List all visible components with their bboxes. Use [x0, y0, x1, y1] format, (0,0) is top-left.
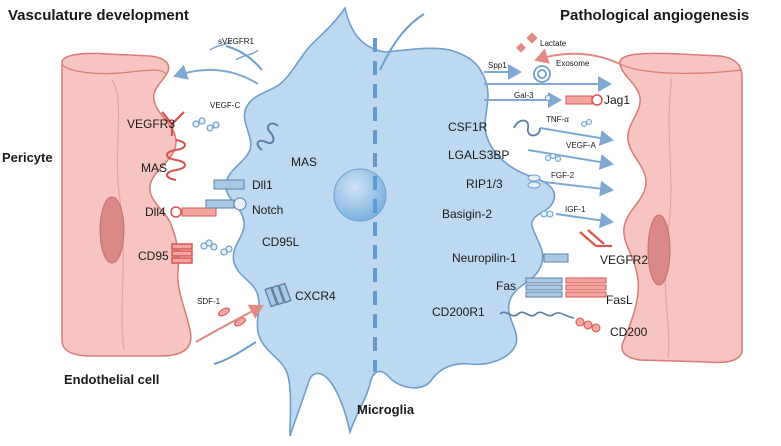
dll1-label: Dll1 — [252, 178, 273, 192]
csf1r-receptor — [513, 119, 541, 137]
cd200-ligand — [575, 317, 601, 333]
mas-microglia-label: MAS — [291, 155, 317, 169]
pericyte-label: Pericyte — [2, 150, 53, 165]
vegfr2-label: VEGFR2 — [600, 253, 648, 267]
basigin-2-label: Basigin-2 — [442, 207, 492, 221]
igf-1-arrow — [555, 212, 614, 229]
endothelial-nucleus-right — [647, 214, 671, 286]
mas-pericyte-label: MAS — [141, 161, 167, 175]
fgf-2-arrow — [543, 180, 614, 197]
cd200r1-label: CD200R1 — [432, 305, 485, 319]
cd200r1-receptor — [499, 311, 575, 319]
dll1-receptor — [213, 179, 245, 190]
svegfr1-arrow — [173, 64, 259, 85]
fgf-2-label: FGF-2 — [551, 171, 575, 180]
notch-label: Notch — [252, 203, 283, 217]
gal3-label: Gal-3 — [514, 91, 534, 100]
mas-receptor-microglia — [256, 122, 279, 151]
sdf-1-arrow — [195, 304, 264, 343]
title-vasculature-development: Vasculature development — [8, 7, 189, 24]
svegfr1-label: sVEGFR1 — [218, 37, 255, 46]
microglia-label: Microglia — [357, 402, 415, 417]
exosome-label: Exosome — [556, 59, 590, 68]
lgals3bp-label: LGALS3BP — [448, 148, 509, 162]
notch-receptor — [205, 197, 247, 211]
vegf-c-label: VEGF-C — [210, 101, 240, 110]
tnf-a-label: TNF-α — [546, 115, 569, 124]
title-pathological-angiogenesis: Pathological angiogenesis — [560, 7, 749, 24]
vegfr3-receptor — [161, 111, 185, 136]
jag1-label: Jag1 — [604, 93, 630, 107]
gal3-molecule — [545, 95, 551, 101]
tnf-a-molecule — [581, 119, 592, 127]
cd95-label: CD95 — [138, 249, 169, 263]
endothelial-nucleus-left — [99, 196, 125, 264]
igf-1-label: IGF-1 — [565, 205, 586, 214]
tnf-a-arrow — [539, 127, 614, 146]
cd95l-label: CD95L — [262, 235, 300, 249]
left-blood-vessel — [61, 52, 192, 357]
csf1r-label: CSF1R — [448, 120, 488, 134]
spp1-label: Spp1 — [488, 61, 507, 70]
cxcr4-receptor — [264, 282, 292, 308]
dll4-ligand — [170, 206, 217, 218]
rip13-molecule — [527, 174, 541, 189]
exosome — [533, 65, 551, 83]
neuropilin-1-label: Neuropilin-1 — [452, 251, 517, 265]
fas-receptor — [525, 277, 563, 298]
microglia-nucleus — [333, 168, 387, 222]
vegf-c-molecule — [192, 117, 220, 132]
vegf-a-arrow — [527, 149, 614, 170]
fas-label: Fas — [496, 279, 516, 293]
vegf-a-label: VEGF-A — [566, 141, 596, 150]
svegfr1-molecule — [209, 39, 259, 61]
lactate-molecule — [526, 32, 538, 44]
vegfr3-label: VEGFR3 — [127, 117, 175, 131]
mas-receptor-pericyte — [166, 139, 186, 181]
dll4-label: Dll4 — [145, 205, 166, 219]
cxcr4-label: CXCR4 — [295, 289, 336, 303]
cd200-label: CD200 — [610, 325, 648, 339]
vegfr2-receptor — [579, 229, 612, 248]
right-blood-vessel — [619, 52, 743, 364]
jag1-ligand — [565, 94, 603, 106]
endothelial-cell-label: Endothelial cell — [64, 372, 159, 387]
igf-1-molecule — [540, 210, 554, 218]
lactate-arrow — [534, 48, 621, 65]
sdf-1-label: SDF-1 — [197, 297, 221, 306]
fasl-ligand — [565, 277, 607, 298]
neuropilin-1-receptor — [543, 253, 569, 263]
rip13-label: RIP1/3 — [466, 177, 503, 191]
fasl-label: FasL — [606, 293, 633, 307]
sdf-1-molecule — [218, 307, 246, 327]
lactate-label: Lactate — [540, 39, 567, 48]
lactate-molecule-small — [516, 42, 526, 53]
cd95l-molecule — [200, 239, 233, 256]
vegf-a-molecule — [545, 153, 561, 162]
cd95-receptor — [171, 243, 193, 264]
